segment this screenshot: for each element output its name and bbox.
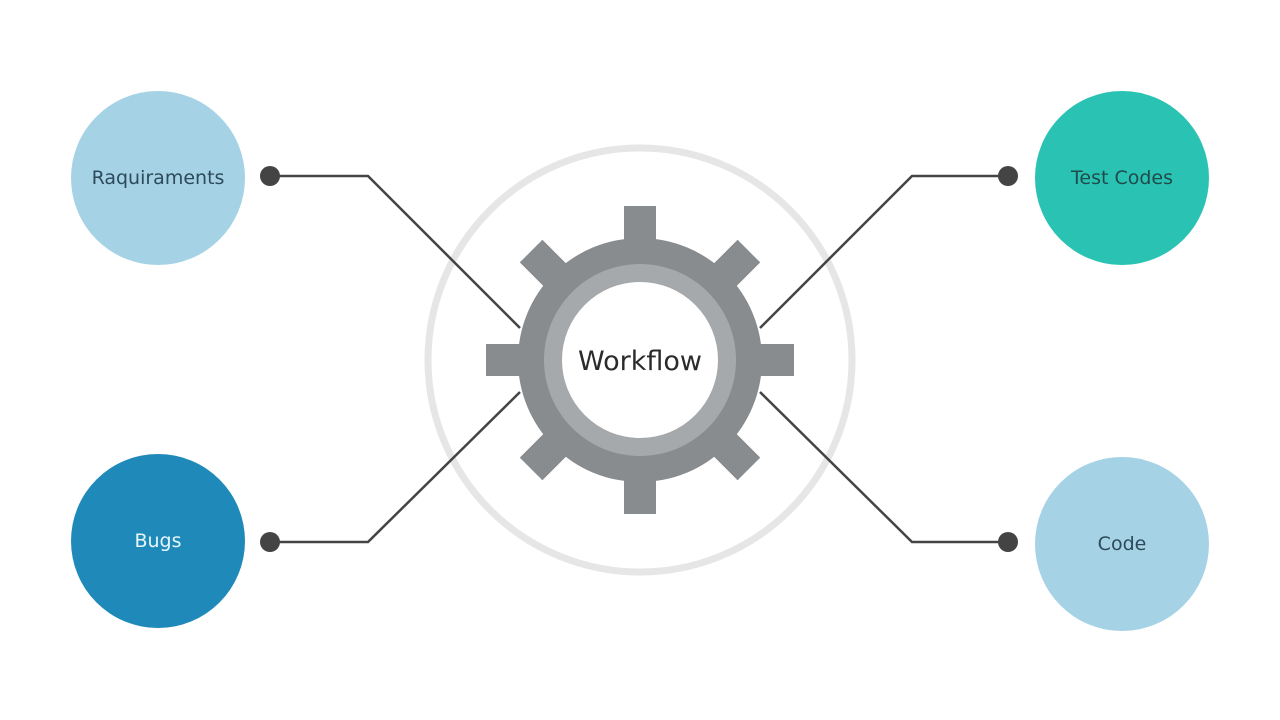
connector-code: [759, 391, 1008, 544]
connector-test-cases: [759, 174, 1008, 329]
node-requirements-label: Raquiraments: [91, 167, 225, 189]
connector-dot-code: [998, 532, 1018, 552]
connector-dot-requirements: [260, 166, 280, 186]
node-code-label: Code: [1097, 533, 1147, 555]
node-bugs-label: Bugs: [134, 530, 182, 552]
connector-dot-bugs: [260, 532, 280, 552]
connector-requirements: [270, 174, 521, 329]
node-test-cases-label: Test Codes: [1071, 167, 1173, 189]
node-code: Code: [1035, 457, 1209, 631]
node-test-cases: Test Codes: [1035, 91, 1209, 265]
node-bugs: Bugs: [71, 454, 245, 628]
outer-ring: [424, 144, 856, 576]
connector-dot-test-cases: [998, 166, 1018, 186]
center-label: Workflow: [578, 346, 702, 377]
node-requirements: Raquiraments: [71, 91, 245, 265]
gear-icon: [486, 206, 794, 514]
connector-bugs: [270, 391, 521, 544]
